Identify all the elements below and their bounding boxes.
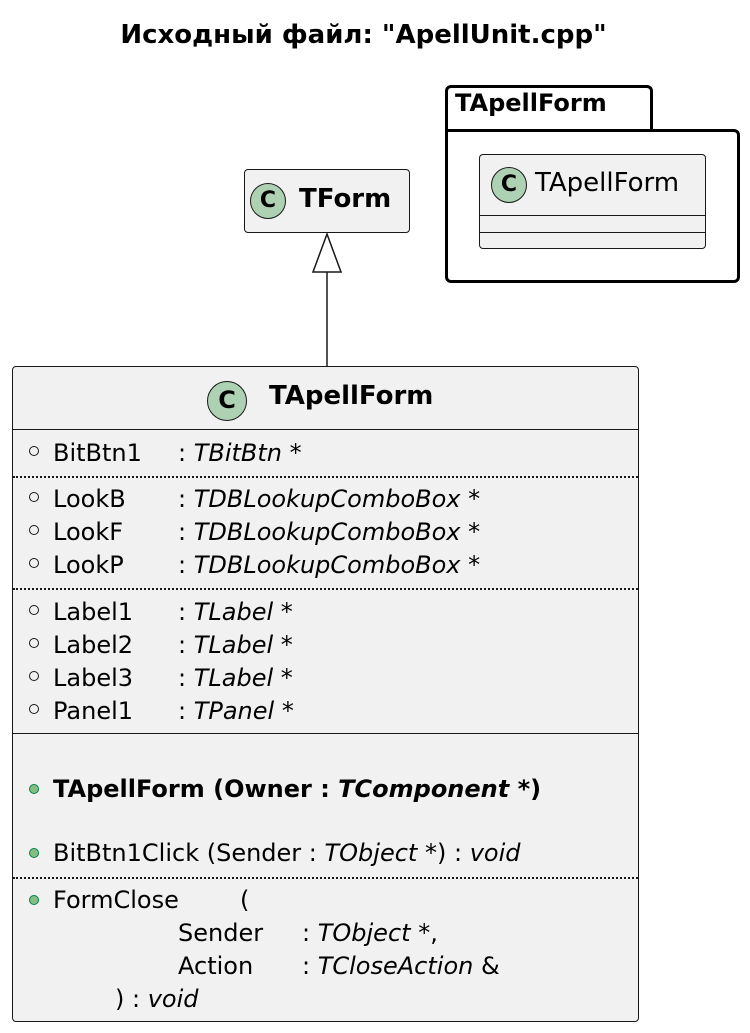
tform-class-name: TForm <box>299 184 392 214</box>
dotted-separator <box>13 877 638 879</box>
field-row: LookF <box>53 518 124 546</box>
field-type: : TLabel * <box>178 598 293 626</box>
class-stereotype-icon: C <box>207 381 247 421</box>
fields-methods-separator <box>13 733 638 734</box>
field-type: : TLabel * <box>178 631 293 659</box>
param-type: : TCloseAction & <box>302 952 500 980</box>
class-stereotype-icon: C <box>250 183 286 219</box>
public-method-icon <box>29 895 39 905</box>
field-row: Panel1 <box>53 697 134 725</box>
public-visibility-icon <box>29 492 39 502</box>
field-type: : TPanel * <box>178 697 294 725</box>
public-visibility-icon <box>29 446 39 456</box>
method-return: ) : void <box>115 985 199 1013</box>
field-row: LookP <box>53 551 124 579</box>
field-row: Label2 <box>53 631 134 659</box>
header-separator <box>13 429 638 430</box>
tapellform-class-name: TApellForm <box>269 381 434 411</box>
field-type: : TDBLookupComboBox * <box>178 551 481 579</box>
field-row: LookB <box>53 485 126 513</box>
diagram-title: Исходный файл: "ApellUnit.cpp" <box>120 20 607 50</box>
param-type: : TObject *, <box>302 919 438 947</box>
separator <box>480 215 705 216</box>
field-row: Label1 <box>53 598 134 626</box>
package-class-name: TApellForm <box>535 168 680 198</box>
public-visibility-icon <box>29 671 39 681</box>
field-row: Label3 <box>53 664 134 692</box>
field-type: : TBitBtn * <box>178 439 302 467</box>
public-visibility-icon <box>29 638 39 648</box>
separator <box>480 232 705 233</box>
inheritance-arrow <box>311 231 343 367</box>
method-open-paren: ( <box>240 886 250 914</box>
public-visibility-icon <box>29 704 39 714</box>
class-stereotype-icon: C <box>491 167 527 203</box>
method-row: BitBtn1Click (Sender : TObject *) : void <box>53 839 521 867</box>
tapellform-class-box[interactable] <box>12 366 639 1022</box>
public-method-icon <box>29 848 39 858</box>
field-type: : TLabel * <box>178 664 293 692</box>
package-tab <box>445 85 653 131</box>
param-name: Action <box>178 952 254 980</box>
dotted-separator <box>13 476 638 478</box>
field-row: BitBtn1 <box>53 439 142 467</box>
method-name: FormClose <box>53 886 179 914</box>
public-visibility-icon <box>29 525 39 535</box>
public-visibility-icon <box>29 605 39 615</box>
package-body <box>445 129 740 283</box>
public-visibility-icon <box>29 558 39 568</box>
inheritance-arrowhead <box>311 231 343 273</box>
field-type: : TDBLookupComboBox * <box>178 485 481 513</box>
constructor-row: TApellForm (Owner : TComponent *) <box>53 775 542 803</box>
field-type: : TDBLookupComboBox * <box>178 518 481 546</box>
dotted-separator <box>13 588 638 590</box>
param-name: Sender <box>178 919 264 947</box>
public-method-icon <box>29 784 39 794</box>
package-label: TApellForm <box>455 89 607 117</box>
